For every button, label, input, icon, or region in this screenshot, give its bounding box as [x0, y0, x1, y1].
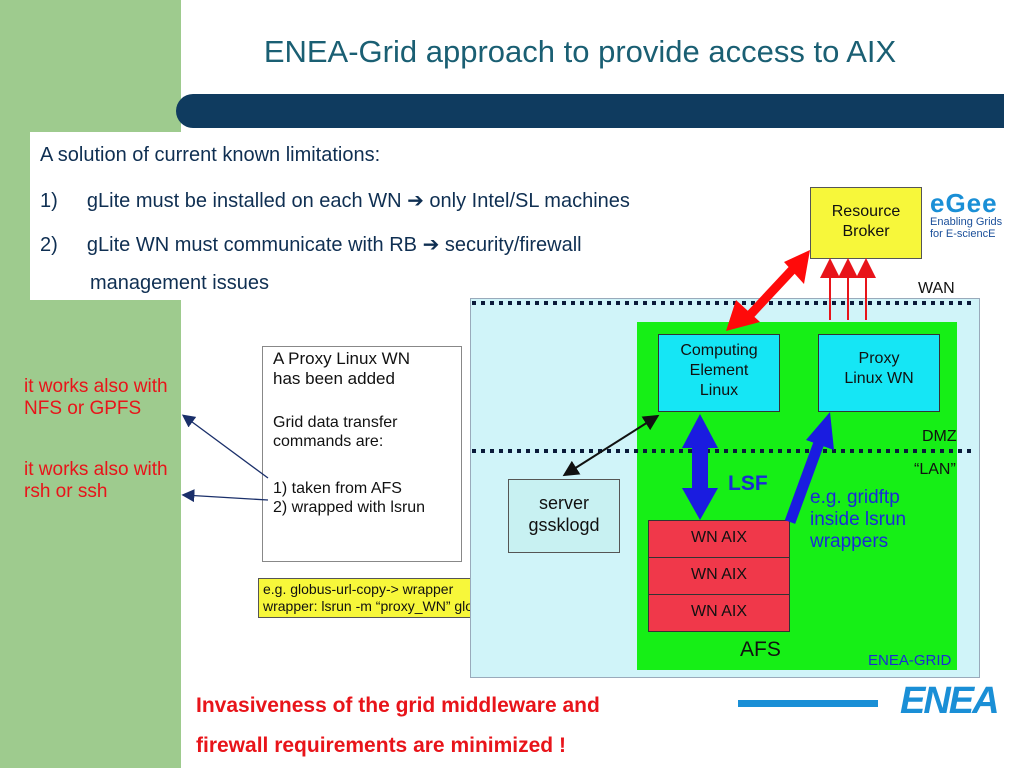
- nfs-note: it works also with NFS or GPFS: [24, 376, 224, 420]
- wn-aix-box-2: WN AIX: [648, 557, 790, 595]
- bullet-2: 2) gLite WN must communicate with RB ➔ s…: [40, 232, 582, 257]
- proxy-note-line2: has been added: [273, 369, 395, 388]
- proxy-note-box: A Proxy Linux WN has been added Grid dat…: [262, 346, 462, 562]
- egee-tagline-1: Enabling Grids: [930, 216, 1003, 228]
- wan-label: WAN: [918, 280, 955, 297]
- proxy-wn-line1: Proxy: [858, 350, 900, 367]
- proxy-note-line5: 1) taken from AFS: [273, 480, 402, 497]
- nfs-pointer-arrow: [181, 414, 269, 479]
- bullets-panel: A solution of current known limitations:…: [30, 132, 770, 300]
- afs-label: AFS: [740, 638, 781, 661]
- egee-logo-word: eGee: [930, 188, 998, 218]
- wn-aix-box-1: WN AIX: [648, 520, 790, 558]
- rsh-note-line2: rsh or ssh: [24, 481, 108, 502]
- server-line1: server: [538, 493, 589, 513]
- slide-title: ENEA-Grid approach to provide access to …: [263, 34, 897, 69]
- proxy-note-heading: A Proxy Linux WN has been added: [273, 349, 410, 389]
- rsh-note-line1: it works also with: [24, 459, 168, 480]
- gridftp-line3: wrappers: [810, 531, 889, 552]
- server-gssklogd-box: server gssklogd: [508, 479, 620, 553]
- egee-logo: eGee Enabling Grids for E-sciencE: [930, 190, 1020, 246]
- bullet-1: 1) gLite must be installed on each WN ➔ …: [40, 188, 630, 213]
- conclusion-line1: Invasiveness of the grid middleware and: [196, 694, 600, 717]
- rsh-pointer-arrow: [181, 489, 269, 503]
- gridftp-line2: inside lsrun: [810, 509, 907, 530]
- proxy-note-steps: 1) taken from AFS 2) wrapped with lsrun: [273, 479, 425, 517]
- conclusion-line2: firewall requirements are minimized !: [196, 734, 566, 757]
- arrow-right-icon: ➔: [422, 234, 440, 256]
- resource-broker-line1: Resource: [831, 203, 901, 220]
- proxy-wn-line2: Linux WN: [844, 370, 914, 387]
- computing-element-box: Computing Element Linux: [658, 334, 780, 412]
- resource-broker-line2: Broker: [842, 223, 890, 240]
- computing-element-line3: Linux: [699, 382, 739, 399]
- bullet-2-continuation: management issues: [90, 272, 269, 294]
- proxy-note-line1: A Proxy Linux WN: [273, 349, 410, 368]
- dmz-label: DMZ: [922, 428, 957, 445]
- egee-tagline-2: for E-sciencE: [930, 228, 996, 240]
- conclusion-text: Invasiveness of the grid middleware and …: [196, 686, 756, 766]
- bullets-intro: A solution of current known limitations:: [40, 144, 381, 166]
- bullet-1-text: gLite must be installed on each WN: [86, 190, 402, 212]
- left-sidebar-band: [0, 0, 181, 768]
- rsh-note: it works also with rsh or ssh: [24, 459, 224, 503]
- proxy-note-transfer: Grid data transfer commands are:: [273, 413, 398, 451]
- wrapper-example-line1: e.g. globus-url-copy-> wrapper: [263, 581, 454, 597]
- bullet-2-number: 2): [40, 234, 58, 256]
- lan-label: “LAN”: [914, 461, 956, 478]
- rb-ce-bidirectional-arrow-icon: [726, 250, 810, 331]
- enea-logo: ENEA: [900, 680, 1000, 722]
- enea-grid-label: ENEA-GRID: [868, 652, 952, 669]
- gridftp-line1: e.g. gridftp: [810, 487, 900, 508]
- nfs-note-line1: it works also with: [24, 376, 168, 397]
- title-banner: [176, 94, 1004, 128]
- proxy-note-line3: Grid data transfer: [273, 414, 398, 431]
- gridftp-note: e.g. gridftp inside lsrun wrappers: [810, 487, 906, 553]
- arrow-right-icon: ➔: [407, 190, 424, 212]
- footer-rule: [738, 700, 878, 707]
- nfs-note-line2: NFS or GPFS: [24, 398, 142, 419]
- wn-aix-box-3: WN AIX: [648, 594, 790, 632]
- bullet-2-text: gLite WN must communicate with RB: [86, 234, 418, 256]
- proxy-note-line4: commands are:: [273, 433, 384, 450]
- computing-element-line1: Computing: [680, 342, 758, 359]
- ce-wn-bidirectional-arrow-icon: [682, 414, 718, 520]
- bullet-1-number: 1): [40, 190, 58, 212]
- bullet-1-result: only Intel/SL machines: [429, 190, 630, 212]
- server-ce-arrow: [562, 414, 660, 477]
- bullet-2-result: security/firewall: [444, 234, 582, 256]
- resource-broker-box: Resource Broker: [810, 187, 922, 259]
- computing-element-line2: Element: [689, 362, 749, 379]
- proxy-linux-wn-box: Proxy Linux WN: [818, 334, 940, 412]
- wn-to-proxy-arrow-icon: [784, 412, 834, 524]
- proxy-note-line6: 2) wrapped with lsrun: [273, 499, 426, 516]
- lsf-label: LSF: [728, 472, 768, 495]
- server-line2: gssklogd: [528, 515, 600, 535]
